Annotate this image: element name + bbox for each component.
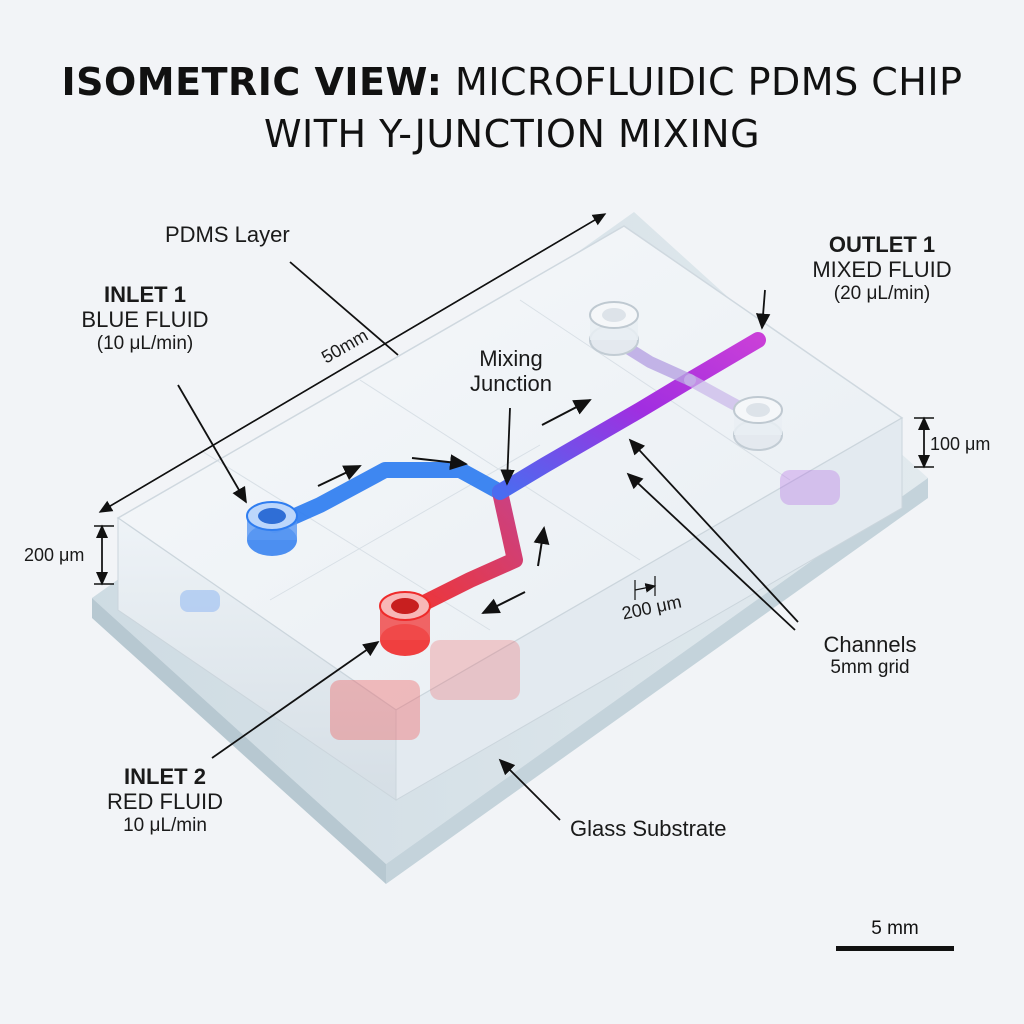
channels-callout: Channels 5mm grid [790,632,950,679]
inlet-1-rate: (10 μL/min) [96,332,194,354]
channels-line-2: 5mm grid [830,657,910,679]
title-line-1: ISOMETRIC VIEW: MICROFLUIDIC PDMS CHIP [0,60,1024,104]
inlet-2-port [379,591,431,656]
outlet-1-callout: OUTLET 1 MIXED FLUID (20 μL/min) [792,232,972,304]
outlet-1-fluid: MIXED FLUID [812,257,952,283]
inlet-1-fluid: BLUE FLUID [81,307,209,333]
pdms-thickness-label: 200 μm [24,545,85,565]
mixing-junction-line-2: Junction [470,371,552,397]
pdms-thickness-dimension [94,524,114,586]
inlet-2-name: INLET 2 [124,764,206,789]
title-rest: MICROFLUIDIC PDMS CHIP [442,60,963,104]
inlet-2-callout: INLET 2 RED FLUID 10 μL/min [85,764,245,836]
length-dimension [98,213,607,513]
channel-depth-dimension [914,416,934,469]
title-line-2: WITH Y-JUNCTION MIXING [263,112,761,156]
mixing-junction-callout: Mixing Junction [446,346,576,397]
scale-bar [836,946,954,951]
outlet-port-upper [589,301,639,356]
channels-line-1: Channels [823,632,917,657]
title-bold: ISOMETRIC VIEW: [61,60,443,104]
callout-leaders [177,261,799,821]
channel-width-dimension [634,576,657,600]
outlet-port-lower [733,396,783,451]
inlet-2-rate: 10 μL/min [123,814,207,836]
pdms-layer-label: PDMS Layer [165,222,290,247]
inlet-1-port [246,501,298,556]
scale-bar-label: 5 mm [871,918,919,939]
pdms-layer [116,225,904,801]
inlet-1-name: INLET 1 [104,282,186,307]
inlet-2-fluid: RED FLUID [106,789,224,815]
mixing-junction-line-1: Mixing [479,346,543,371]
outlet-1-rate: (20 μL/min) [833,282,931,304]
channel-depth-label: 100 μm [930,434,991,454]
inlet-1-callout: INLET 1 BLUE FLUID (10 μL/min) [60,282,230,354]
flow-arrows [317,399,592,614]
outlet-1-name: OUTLET 1 [828,232,936,257]
glass-substrate-label: Glass Substrate [570,816,727,841]
